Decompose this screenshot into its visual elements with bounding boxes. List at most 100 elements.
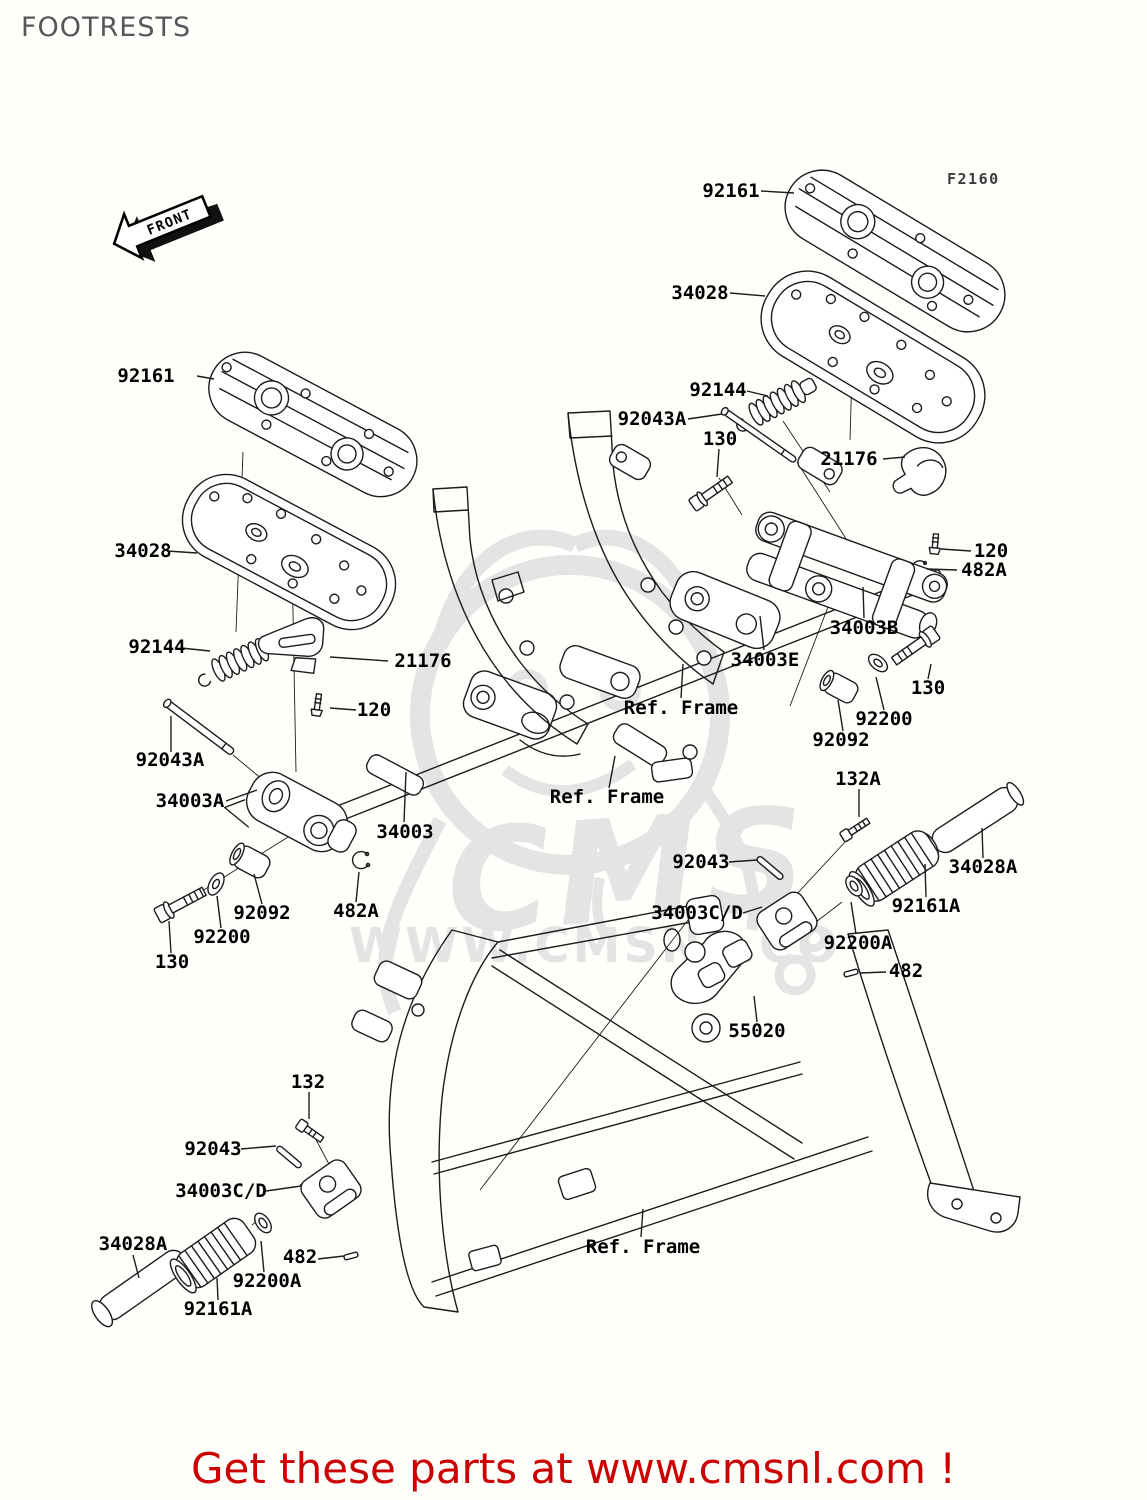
leader-line [168,920,172,954]
leader-line [924,863,927,898]
right-bracket-21176 [892,447,947,496]
leader-line [166,550,198,554]
part-label-92161: 92161 [702,180,760,202]
leader-line [216,1277,219,1301]
part-label-92144: 92144 [128,636,186,658]
left-footpeg-washer-92200a [254,1212,272,1234]
leader-line [981,827,984,859]
part-label-92200: 92200 [193,926,251,948]
part-label-55020: 55020 [728,1020,786,1042]
leader-line [729,292,766,297]
leader-line [926,568,958,571]
part-label-34028: 34028 [114,540,172,562]
right-bracket-34003e [669,570,781,650]
part-label-482: 482 [888,960,924,982]
left-washer-92200 [207,872,225,896]
part-label-130: 130 [154,951,190,973]
leader-line [759,615,765,651]
part-label-21176: 21176 [820,448,878,470]
right-hanger-boss [684,941,706,963]
part-label-92092: 92092 [233,902,291,924]
part-label-34003c-d: 34003C/D [651,902,743,924]
part-label-34003a: 34003A [155,790,225,812]
leader-line [640,1208,644,1238]
leader-line [760,190,795,194]
part-label-34028: 34028 [671,282,729,304]
leader-line [927,663,932,680]
part-label-92161: 92161 [117,365,175,387]
right-washer-92200 [867,653,889,673]
leader-line [260,1240,265,1273]
leader-line [403,771,407,823]
part-label-34028a: 34028A [948,856,1018,878]
leader-line [850,901,857,935]
footer-banner-link[interactable]: Get these parts at www.cmsnl.com ! [190,1444,957,1493]
leader-line [746,390,769,397]
left-bolt-130 [153,886,207,924]
part-label-92092: 92092 [812,729,870,751]
left-footpeg-clamp-34003cd [300,1159,362,1219]
right-footpeg-pin-92043 [756,855,784,881]
right-plate-mount-lug [797,446,843,486]
right-baseplate-34028 [760,270,986,444]
part-label-92043: 92043 [672,851,730,873]
leader-line [216,895,222,929]
left-pivot-block-34003a [223,771,357,853]
part-label-92043a: 92043A [617,408,687,430]
leader-line [317,1255,345,1260]
leader-line [882,456,906,460]
leader-line [742,906,763,914]
left-footpeg-rubber-92161a [169,1217,257,1294]
leader-line [329,656,389,662]
left-bracket-21176 [257,617,325,675]
right-hanger-55020 [670,930,753,1005]
part-label-34003c-d: 34003C/D [175,1180,267,1202]
leader-line [355,871,360,903]
watermark-brand-text: CMS [441,776,817,966]
left-bolt-132 [295,1118,325,1143]
leader-line [728,859,758,863]
part-label-130: 130 [910,677,946,699]
right-pin-482 [843,968,859,978]
figure-code: F2160 [947,170,1000,188]
leader-line [837,699,844,732]
page-title: FOOTRESTS [21,12,192,43]
leader-line [196,375,215,380]
leader-line [680,663,684,699]
left-collar-92092 [229,842,271,879]
part-label-482a: 482A [333,900,379,922]
right-bolt-130-lower [890,625,941,666]
part-label-ref-frame: Ref. Frame [623,697,739,719]
left-pin-482 [343,1251,359,1261]
part-label-120: 120 [973,540,1009,562]
part-label-132a: 132A [835,768,881,790]
center-axle-assembly [365,645,698,796]
part-label-92161a: 92161A [891,895,961,917]
leader-line [940,548,972,552]
left-footpeg-pin-92043 [276,1145,302,1169]
leader-lines [132,190,984,1301]
ref-frame-bottom [351,894,1021,1313]
part-label-ref-frame: Ref. Frame [585,1236,701,1258]
part-label-482: 482 [282,1246,318,1268]
part-label-92200a: 92200A [232,1270,302,1292]
left-floorboard-pad-92161 [208,351,418,498]
leader-line [253,873,263,905]
right-collar-92092 [819,669,859,704]
part-label-34003b: 34003B [829,617,899,639]
leader-line [753,995,758,1023]
left-baseplate-34028 [181,473,397,631]
leader-line [716,448,720,478]
right-bolt-132a [839,817,871,843]
right-bolt-130-upper [688,475,734,512]
leader-line [862,586,865,619]
left-pivot-pin-92043a [162,698,235,755]
part-label-34003: 34003 [376,821,434,843]
right-floorboard-pad-92161 [784,169,1006,333]
left-bolt-120 [310,692,323,718]
part-label-92200a: 92200A [823,932,893,954]
part-label-92043a: 92043A [135,749,205,771]
leader-line [240,1145,277,1150]
right-footpeg-clamp-34003cd [756,891,818,951]
